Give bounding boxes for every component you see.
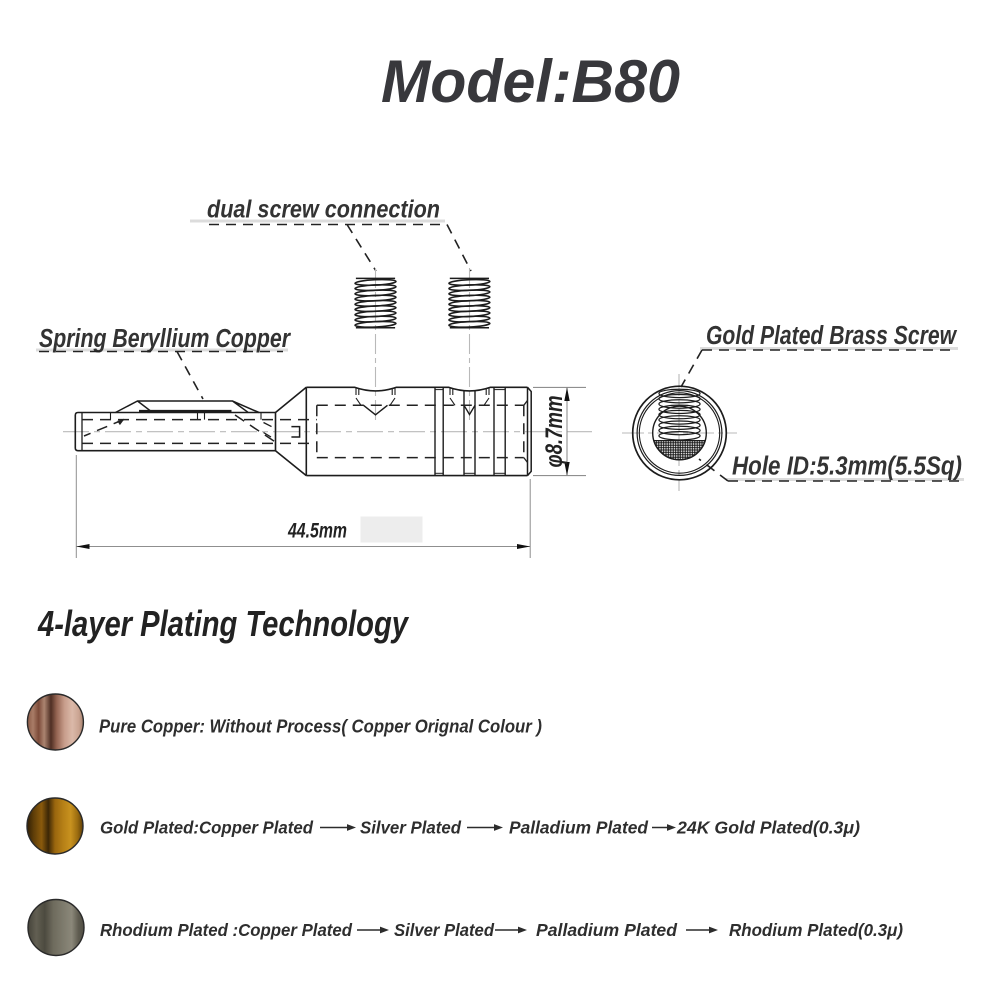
svg-text:Pure Copper: Without Process(: Pure Copper: Without Process( Copper Ori… xyxy=(99,716,542,737)
svg-text:Rhodium Plated :Copper Plated: Rhodium Plated :Copper Plated xyxy=(100,920,352,940)
svg-text:Model:B80: Model:B80 xyxy=(381,48,680,115)
svg-text:Rhodium Plated(0.3μ): Rhodium Plated(0.3μ) xyxy=(729,920,903,940)
svg-text:Palladium Plated: Palladium Plated xyxy=(536,920,677,940)
svg-text:24K Gold Plated(0.3μ): 24K Gold Plated(0.3μ) xyxy=(676,818,860,838)
svg-text:dual screw connection: dual screw connection xyxy=(207,196,440,224)
svg-text:Hole ID:5.3mm(5.5Sq): Hole ID:5.3mm(5.5Sq) xyxy=(732,453,962,481)
svg-text:4-layer Plating Technology: 4-layer Plating Technology xyxy=(37,603,409,644)
svg-text:44.5mm: 44.5mm xyxy=(287,519,347,543)
svg-text:Silver Plated: Silver Plated xyxy=(394,920,494,940)
svg-text:φ8.7mm: φ8.7mm xyxy=(541,396,568,468)
svg-text:Palladium Plated: Palladium Plated xyxy=(509,818,648,838)
svg-text:Silver Plated: Silver Plated xyxy=(360,818,461,838)
svg-text:Spring Beryllium Copper: Spring Beryllium Copper xyxy=(39,325,292,353)
svg-text:Gold Plated Brass Screw: Gold Plated Brass Screw xyxy=(706,322,958,350)
svg-text:Gold Plated:Copper Plated: Gold Plated:Copper Plated xyxy=(100,818,313,838)
